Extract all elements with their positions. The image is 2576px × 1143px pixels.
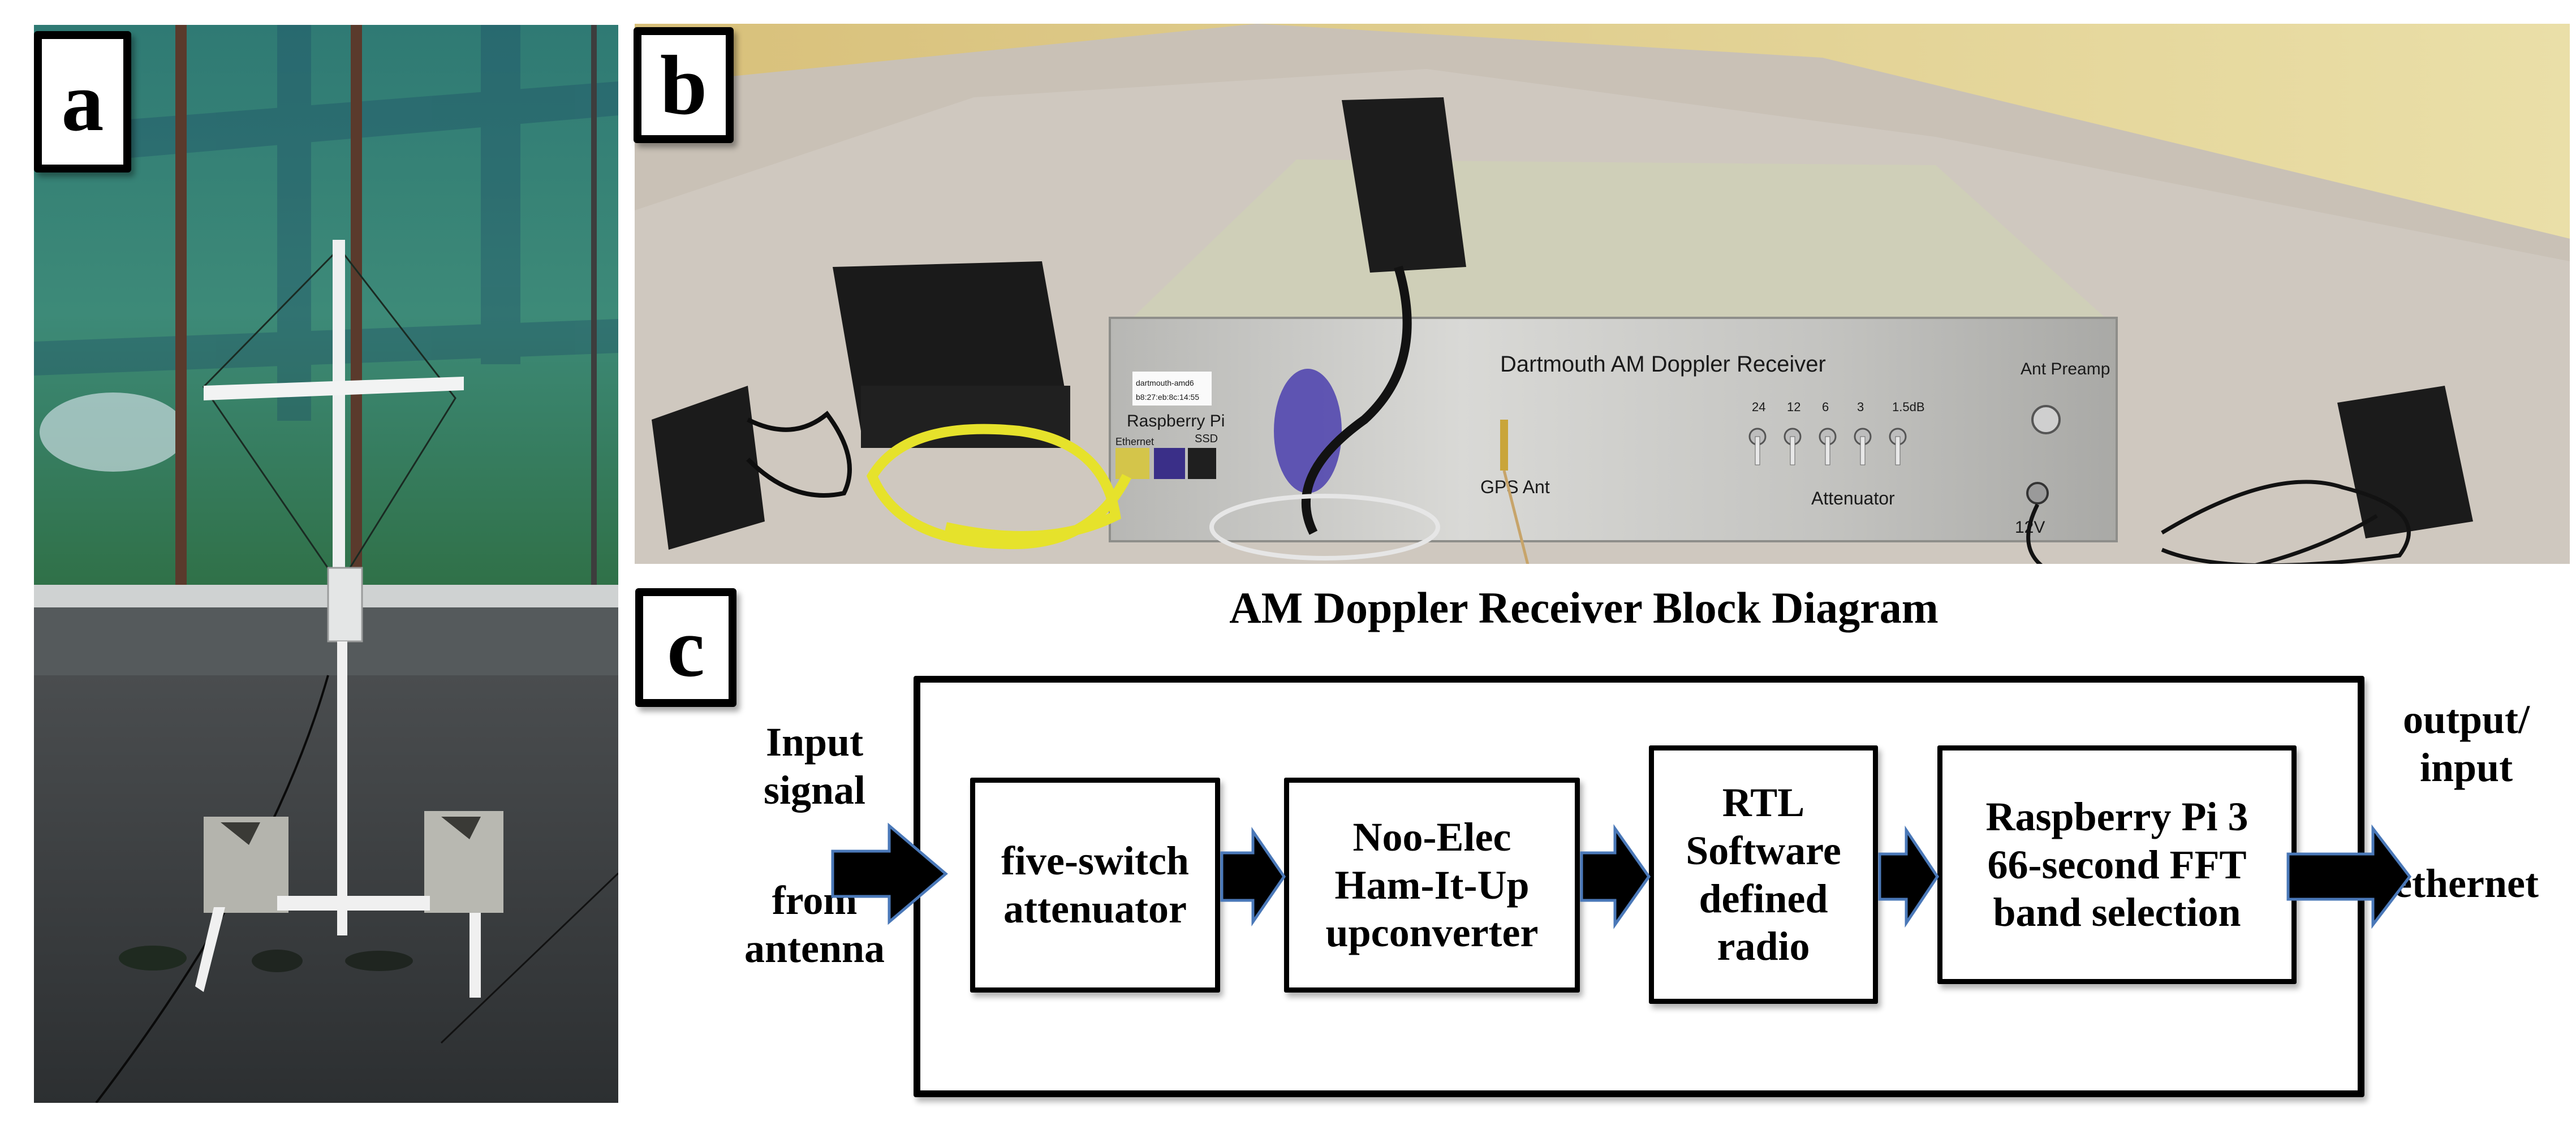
block-upconverter: Noo-Elec Ham-It-Up upconverter [1284,778,1580,993]
hostname-sticker [1132,372,1212,406]
diagram-title: AM Doppler Receiver Block Diagram [1229,583,1939,632]
input-label-line: from [772,877,858,923]
output-label-line: ethernet [2394,860,2539,906]
usb-port [1154,448,1185,479]
ethernet-port [1115,448,1149,479]
input-label-line: antenna [744,925,885,971]
mullion [591,25,597,590]
block-line: Software [1686,827,1841,873]
panel-label-b: b [634,27,734,143]
block-line: five-switch [1001,838,1189,884]
panel-label-a-text: a [61,55,104,149]
block-line: attenuator [1003,886,1187,931]
raspberry-pi-label: Raspberry Pi [1127,412,1225,430]
attenuator-step-label: 12 [1787,400,1800,414]
panel-label-c-text: c [667,601,705,695]
toggle-lever [1825,436,1830,465]
attenuator-label: Attenuator [1811,488,1895,508]
power-brick-right [2337,386,2473,538]
ethernet-cable [866,424,1132,550]
power-brick-left [652,386,765,550]
ant-preamp-bnc [2031,405,2061,434]
gps-connector [1500,420,1508,471]
output-label: output/ input ethernet [2364,696,2568,908]
input-label: Input signal from antenna [741,718,888,973]
parapet-flashing [34,585,618,607]
roof-membrane [34,675,618,1103]
output-label-line: input [2419,744,2513,790]
toggle-lever [1790,436,1795,465]
panel-label-a: a [34,31,131,172]
attenuator-step-label: 6 [1822,400,1829,414]
block-line: radio [1717,924,1810,969]
ssd-label: SSD [1195,433,1218,445]
glass-facade [34,25,618,602]
device-title: Dartmouth AM Doppler Receiver [1500,352,1826,377]
ssd-port [1188,448,1216,479]
antenna-photo-illustration [34,25,618,1103]
block-line: 66-second FFT [1987,842,2247,887]
receiver-photo: Dartmouth AM Doppler Receiver GPS Ant 24… [635,24,2570,564]
receiver-photo-illustration: Dartmouth AM Doppler Receiver GPS Ant 24… [635,24,2570,564]
svg-text:b8:27:eb:8c:14:55: b8:27:eb:8c:14:55 [1136,392,1199,402]
antenna-mast [333,240,345,602]
attenuator-switches: 24 12 6 3 1.5dB [1748,400,1925,465]
lower-mast [337,641,347,935]
toggle-lever [1755,436,1760,465]
block-line: upconverter [1325,910,1539,956]
preamp-canister [327,567,363,642]
toggle-lever [1860,436,1866,465]
panel-label-b-text: b [660,38,708,132]
power-jack [2026,482,2049,504]
attenuator-step-label: 24 [1752,400,1765,414]
power-cable [2026,480,2411,564]
gps-ant-label: GPS Ant [1480,477,1550,497]
block-attenuator: five-switch attenuator [970,778,1220,993]
ethernet-label: Ethernet [1115,436,1154,447]
mullion [351,25,362,590]
svg-text:dartmouth-amd6: dartmouth-amd6 [1136,378,1194,387]
block-raspberry-pi: Raspberry Pi 3 66-second FFT band select… [1937,745,2297,984]
attenuator-step-label: 3 [1857,400,1864,414]
block-line: Ham-It-Up [1334,862,1530,908]
ssd-drive [1342,97,1466,273]
block-line: band selection [1993,890,2241,935]
output-label-line: output/ [2402,697,2530,742]
input-label-line: Input [765,719,864,765]
ant-preamp-label: Ant Preamp [2021,360,2110,378]
receiver-enclosure-box [914,676,2364,1097]
toggle-lever [1895,436,1901,465]
block-line: Raspberry Pi 3 [1985,793,2248,839]
block-sdr: RTL Software defined radio [1649,745,1878,1004]
mullion [175,25,187,590]
block-line: RTL [1722,779,1805,825]
block-line: Noo-Elec [1352,814,1511,860]
attenuator-step-label: 1.5dB [1892,400,1925,414]
pvc-base [277,896,430,911]
antenna-crossarm [204,377,464,400]
antenna-photo [34,25,618,1103]
block-line: defined [1699,875,1828,921]
usb-cable [1209,494,1440,560]
panel-label-c: c [635,588,736,707]
input-label-line: signal [763,767,866,813]
